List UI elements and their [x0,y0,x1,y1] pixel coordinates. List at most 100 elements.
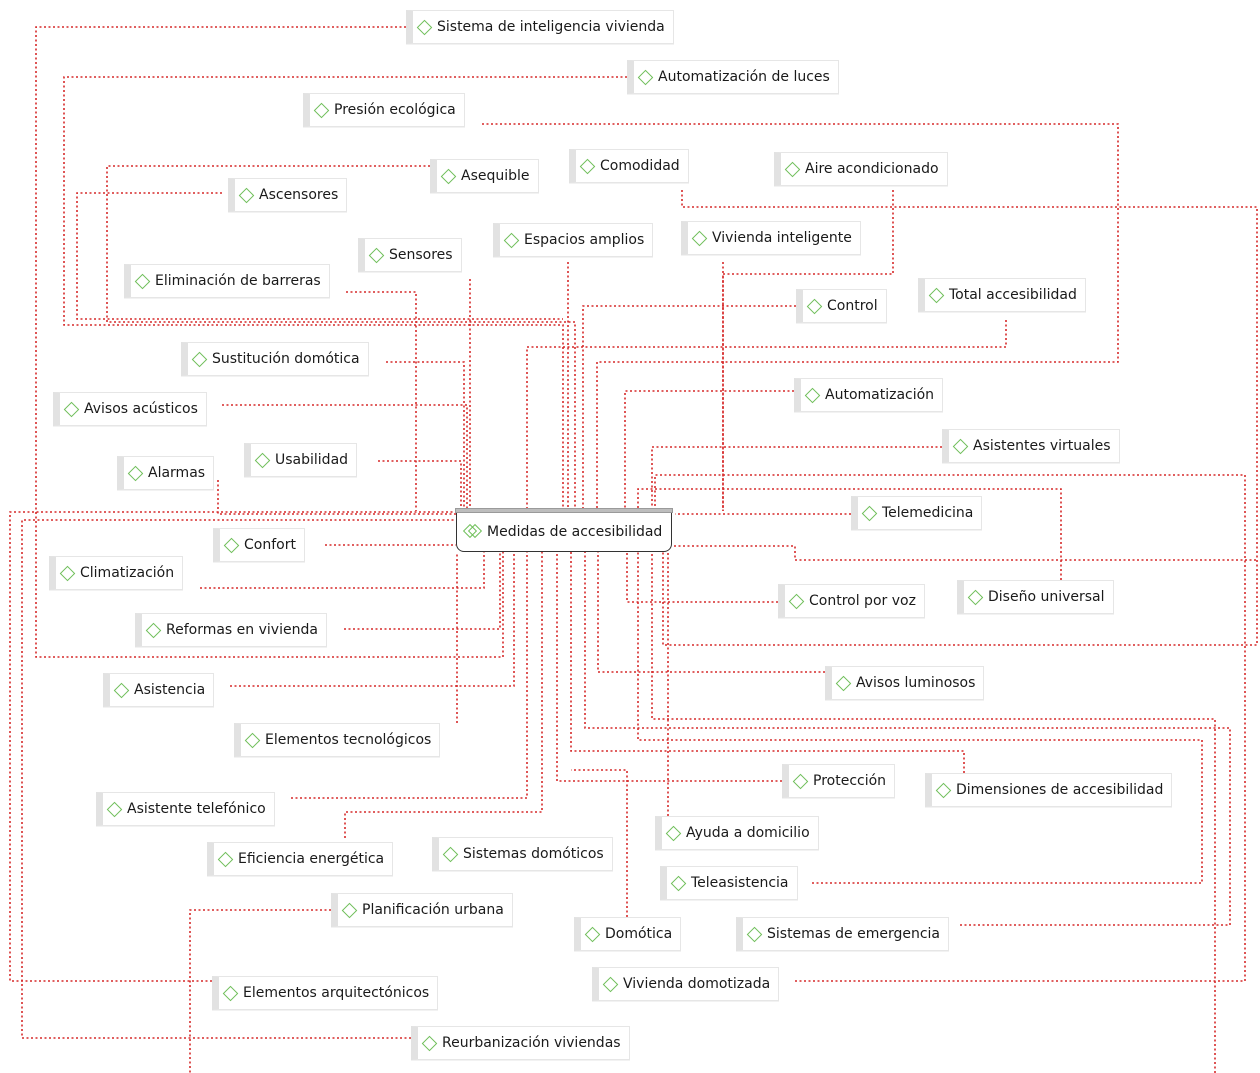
link-line [21,519,456,1039]
link-line [63,76,627,511]
code-node[interactable]: Elementos arquitectónicos [212,976,439,1010]
code-icon [442,846,459,862]
code-node[interactable]: Sistemas de emergencia [736,917,949,951]
code-icon [63,401,80,417]
code-label: Automatización de luces [658,69,830,85]
link-line [570,552,965,773]
code-node[interactable]: Vivienda inteligente [681,221,861,255]
code-node[interactable]: Automatización [794,378,944,412]
code-icon [222,985,239,1001]
code-node[interactable]: Telemedicina [851,496,983,530]
code-node[interactable]: Vivienda domotizada [592,967,780,1001]
code-icon [967,589,984,605]
code-label: Sistema de inteligencia vivienda [437,19,665,35]
code-icon [59,565,76,581]
code-node[interactable]: Planificación urbana [331,893,513,927]
code-node[interactable]: Reurbanización viviendas [411,1026,630,1060]
code-node[interactable]: Sistemas domóticos [432,837,613,871]
code-node[interactable]: Control por voz [778,584,925,618]
link-line [222,404,468,511]
code-node[interactable]: Alarmas [117,456,215,490]
code-node[interactable]: Asistencia [103,673,215,707]
code-label: Control por voz [809,593,916,609]
code-node[interactable]: Sustitución domótica [181,342,369,376]
code-label: Automatización [825,387,935,403]
code-node[interactable]: Dimensiones de accesibilidad [925,773,1173,807]
code-icon [746,926,763,942]
code-node[interactable]: Protección [782,764,896,798]
code-node[interactable]: Elementos tecnológicos [234,723,441,757]
code-icon [106,801,123,817]
code-icon [928,287,945,303]
code-label: Ascensores [259,187,339,203]
code-label: Comodidad [600,158,680,174]
code-label: Domótica [605,926,673,942]
code-label: Asistentes virtuales [973,438,1111,454]
code-label: Sistemas domóticos [463,846,604,862]
code-icon [313,102,330,118]
link-line [35,26,504,658]
code-node[interactable]: Presión ecológica [303,93,465,127]
code-node[interactable]: Control [796,289,887,323]
code-node[interactable]: Aire acondicionado [774,152,948,186]
code-node[interactable]: Eliminación de barreras [124,264,330,298]
code-node[interactable]: Climatización [49,556,184,590]
code-node[interactable]: Ascensores [228,178,348,212]
code-icon [217,851,234,867]
link-line [556,552,782,782]
code-node[interactable]: Reformas en vivienda [135,613,327,647]
code-node[interactable]: Asistentes virtuales [942,429,1120,463]
code-node[interactable]: Usabilidad [244,443,358,477]
link-line [654,474,1246,982]
link-line [637,552,1203,884]
code-label: Avisos luminosos [856,675,976,691]
code-icon [952,438,969,454]
code-node[interactable]: Diseño universal [957,580,1114,614]
code-node[interactable]: Ayuda a domicilio [655,816,819,850]
code-label: Sistemas de emergencia [767,926,940,942]
code-node[interactable]: Domótica [574,917,682,951]
code-label: Asequible [461,168,530,184]
link-line [189,909,331,1073]
code-node[interactable]: Eficiencia energética [207,842,394,876]
code-node[interactable]: Sensores [358,238,462,272]
link-line [651,552,1216,1073]
code-label: Elementos arquitectónicos [243,985,430,1001]
code-label: Avisos acústicos [84,401,198,417]
code-node[interactable]: Confort [213,528,305,562]
code-icon [835,675,852,691]
central-code-node[interactable]: Medidas de accesibilidad [455,508,673,552]
code-node[interactable]: Asequible [430,159,539,193]
code-node[interactable]: Automatización de luces [627,60,839,94]
code-node[interactable]: Total accesibilidad [918,278,1086,312]
code-icon [223,537,240,553]
code-icon [670,875,687,891]
code-label: Control [827,298,878,314]
code-node[interactable]: Espacios amplios [493,223,654,257]
code-icon [238,187,255,203]
code-label: Asistencia [134,682,206,698]
code-node[interactable]: Asistente telefónico [96,792,275,826]
link-line [344,552,543,838]
code-icon [145,622,162,638]
link-line [651,446,942,511]
code-label: Reurbanización viviendas [442,1035,621,1051]
code-node[interactable]: Avisos luminosos [825,666,985,700]
link-line [722,190,894,511]
code-node[interactable]: Sistema de inteligencia vivienda [406,10,674,44]
code-node[interactable]: Teleasistencia [660,866,798,900]
code-label: Alarmas [148,465,206,481]
code-node[interactable]: Comodidad [569,149,689,183]
code-icon [861,505,878,521]
code-label: Telemedicina [882,505,974,521]
link-line [624,390,794,511]
code-icon [113,682,130,698]
code-label: Ayuda a domicilio [686,825,810,841]
code-node[interactable]: Avisos acústicos [53,392,207,426]
code-icon [691,230,708,246]
code-label: Climatización [80,565,175,581]
link-line [582,305,796,511]
code-label: Presión ecológica [334,102,456,118]
code-label: Asistente telefónico [127,801,266,817]
